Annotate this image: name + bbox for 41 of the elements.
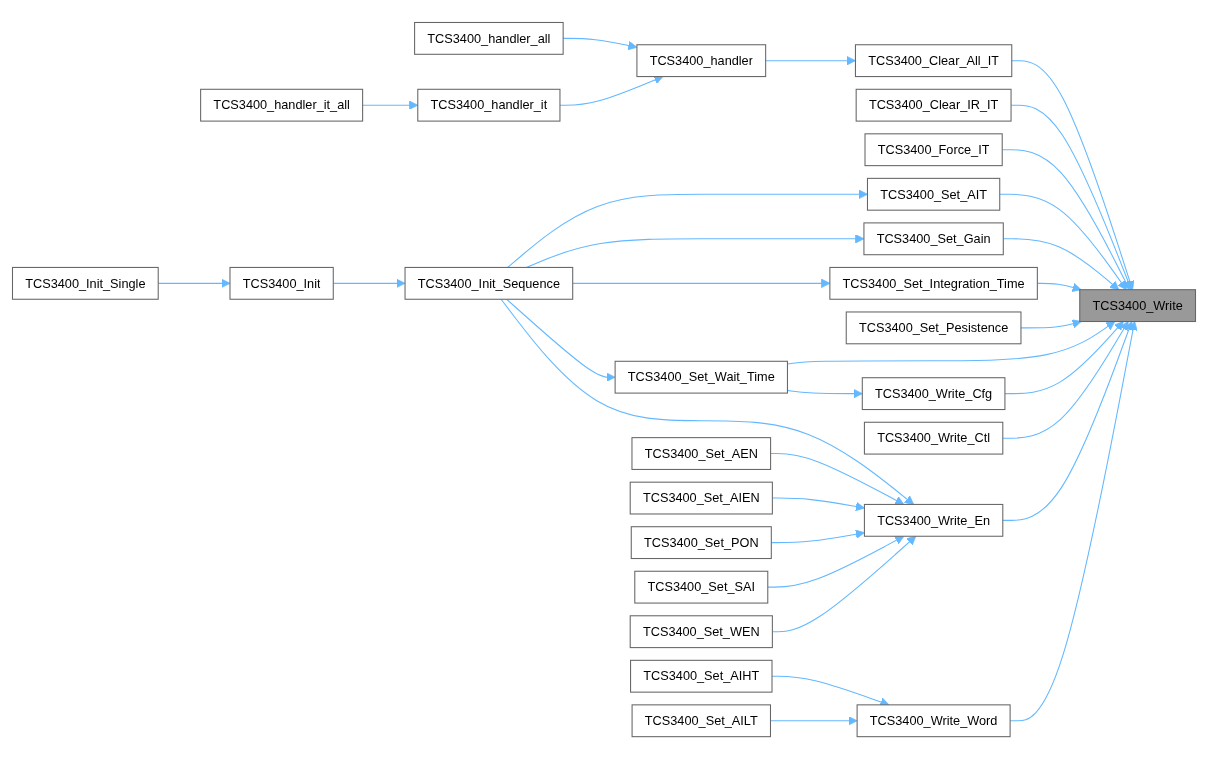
node-box: TCS3400_Write_Cfg xyxy=(861,377,1006,410)
node-box: TCS3400_Init xyxy=(229,266,334,300)
node-box: TCS3400_Clear_All_IT xyxy=(854,44,1013,77)
arrow xyxy=(1004,321,1124,395)
node-box: TCS3400_Set_Pesistence xyxy=(845,311,1022,345)
arrow xyxy=(506,298,616,382)
node-box: TCS3400_Set_AEN xyxy=(631,437,772,470)
arrow xyxy=(770,452,905,505)
arrow xyxy=(1002,321,1134,521)
arrow xyxy=(1020,319,1082,329)
node-box: TCS3400_Force_IT xyxy=(864,133,1003,167)
arrow xyxy=(500,298,915,505)
node-box: TCS3400_Set_PON xyxy=(630,526,772,559)
arrow xyxy=(559,75,664,106)
node-box: TCS3400_Set_Gain xyxy=(863,222,1004,256)
node-box: TCS3400_Set_AIHT xyxy=(630,659,773,693)
node-box: TCS3400_handler_it_all xyxy=(200,88,364,122)
arrow xyxy=(767,535,905,588)
node-box: TCS3400_Set_WEN xyxy=(629,615,773,649)
node-box: TCS3400_Clear_IR_IT xyxy=(855,88,1012,122)
node-box: TCS3400_Set_SAI xyxy=(634,570,769,604)
node-box: TCS3400_handler_it xyxy=(417,88,561,122)
node-box: TCS3400_Init_Single xyxy=(11,266,159,300)
node-box: TCS3400_Init_Sequence xyxy=(404,266,574,300)
node-box: TCS3400_Write xyxy=(1079,289,1197,322)
arrow xyxy=(1002,321,1129,439)
arrow xyxy=(765,55,856,66)
node-box: TCS3400_Write_Word xyxy=(856,704,1011,738)
arrow xyxy=(1001,149,1130,291)
node-box: TCS3400_Set_AILT xyxy=(631,704,771,738)
node-box: TCS3400_handler_all xyxy=(414,21,564,55)
node-box: TCS3400_Set_AIEN xyxy=(629,481,773,515)
node-box: TCS3400_Set_AIT xyxy=(866,177,1001,211)
node-box: TCS3400_Write_Ctl xyxy=(863,421,1004,455)
arrow xyxy=(507,189,868,268)
node-box: TCS3400_handler xyxy=(636,44,767,77)
arrow xyxy=(1011,60,1135,291)
node-box: TCS3400_Write_En xyxy=(863,503,1004,537)
node-box: TCS3400_Set_Wait_Time xyxy=(614,360,788,394)
arrow xyxy=(999,193,1127,291)
node-box: TCS3400_Set_Integration_Time xyxy=(829,266,1038,300)
